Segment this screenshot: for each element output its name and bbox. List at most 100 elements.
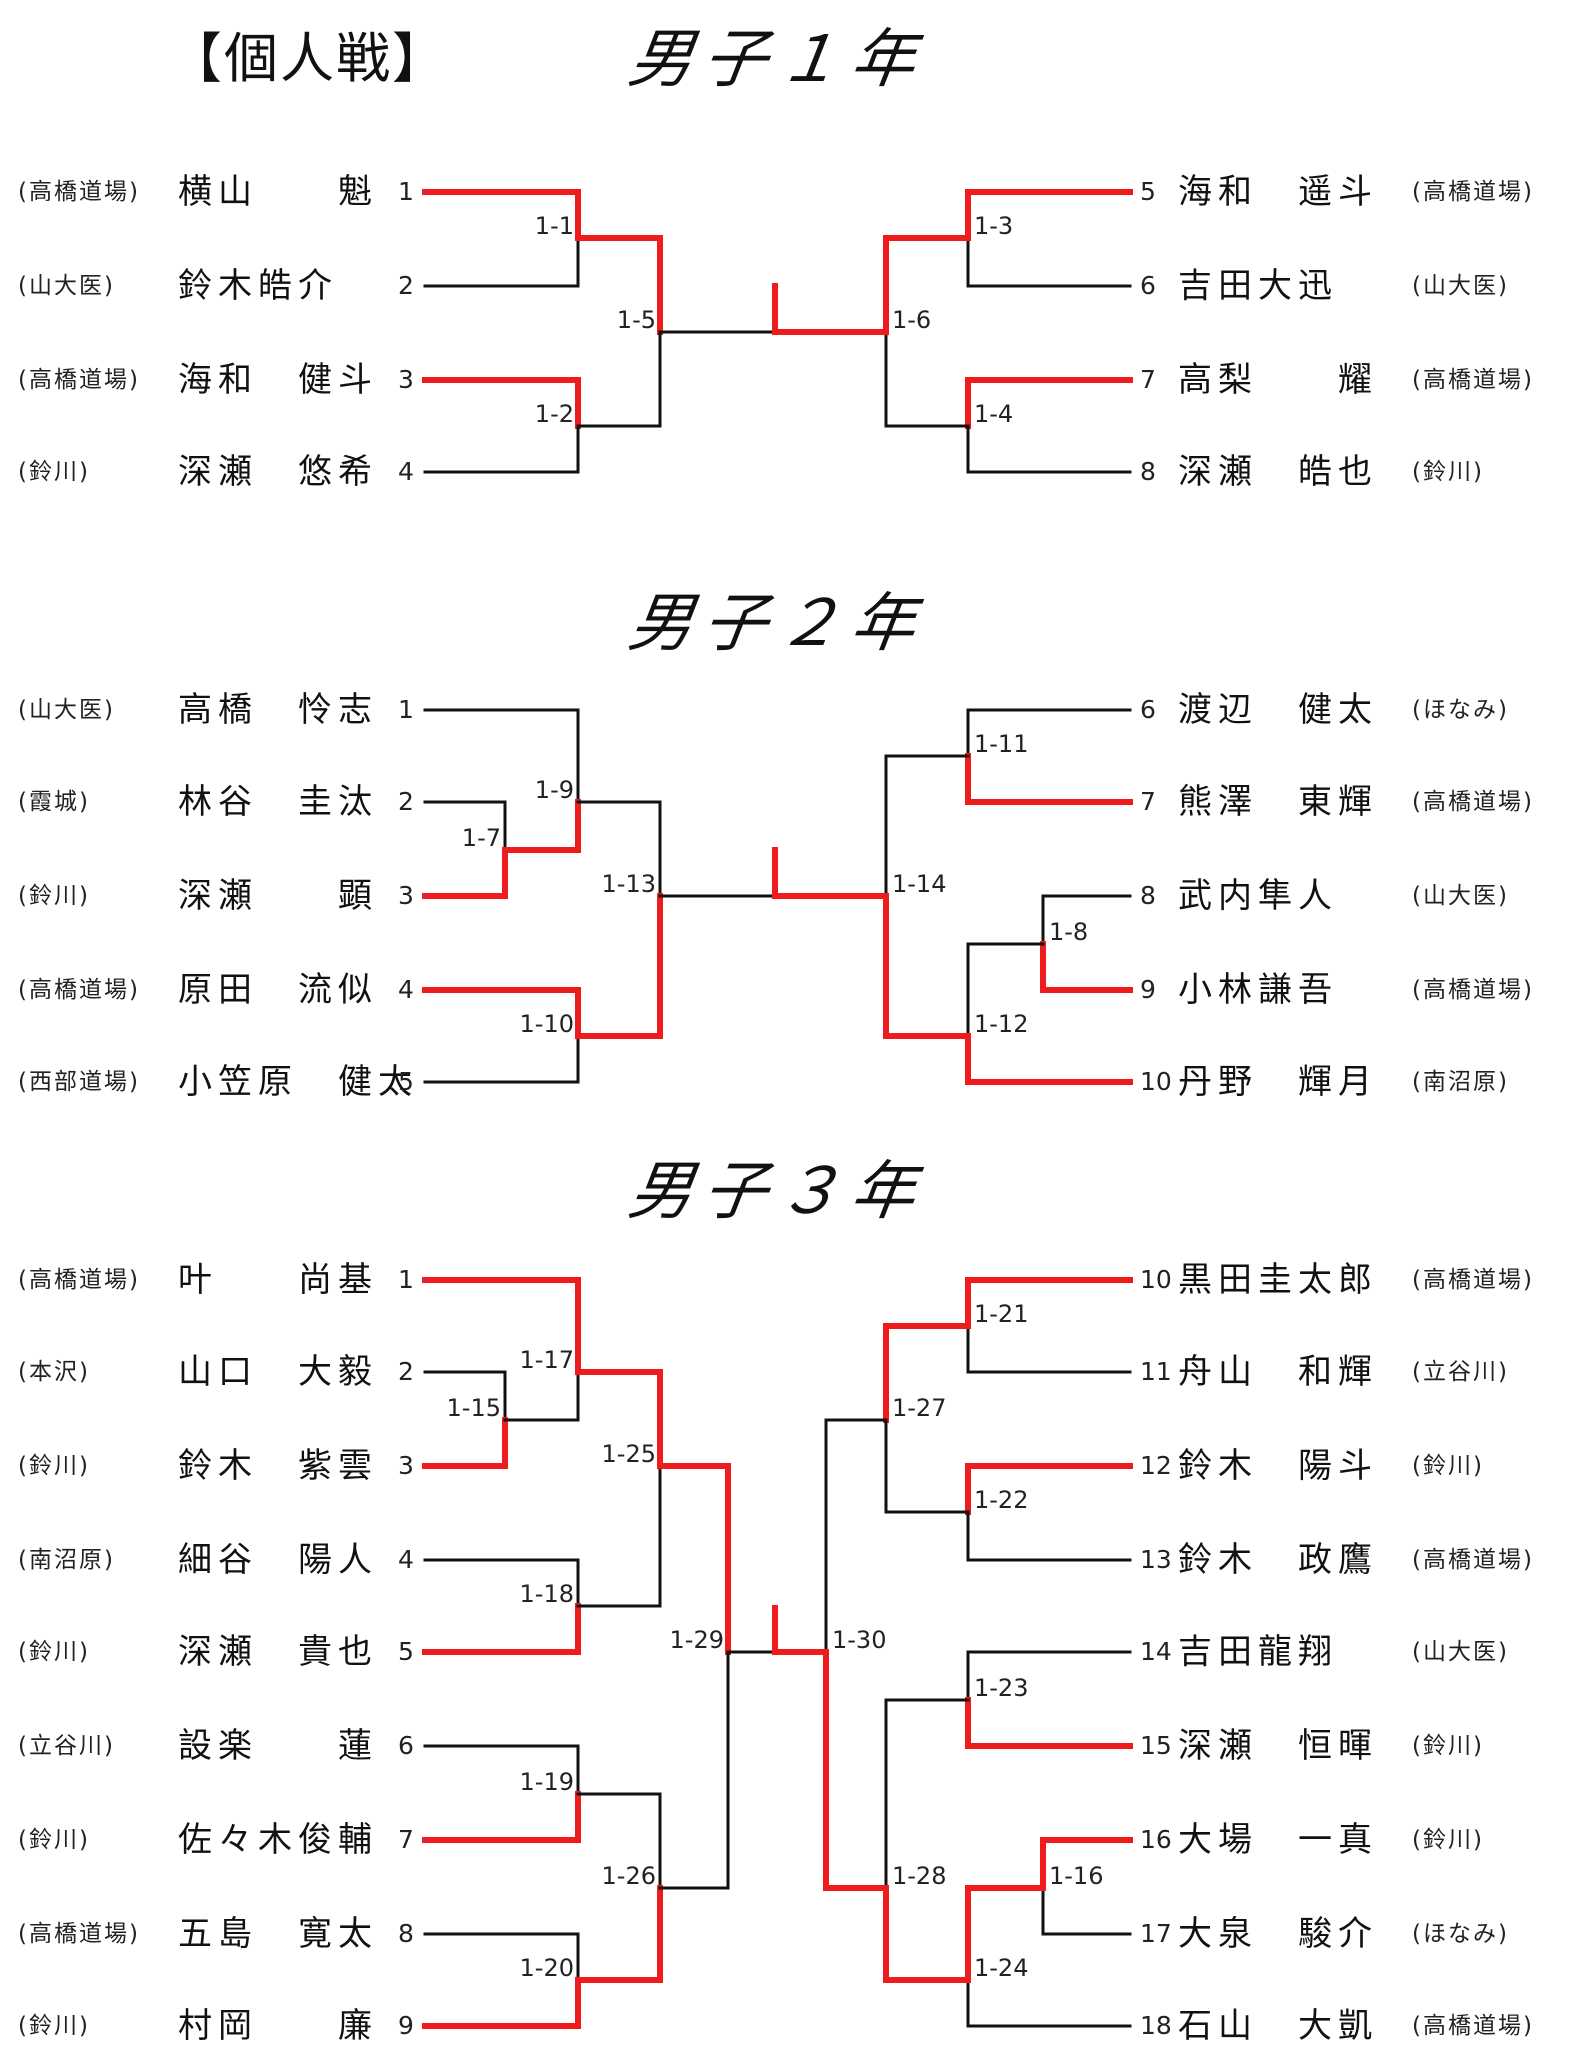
match-number: 1-2	[535, 400, 574, 428]
player-number: 6	[1140, 695, 1156, 724]
player-number: 2	[398, 1357, 414, 1386]
match-number: 1-14	[892, 870, 946, 898]
player-name: 五島 寛太	[178, 1914, 378, 1954]
player-name: 渡辺 健太	[1178, 690, 1378, 730]
page-heading: 【個人戦】	[168, 27, 448, 90]
player-number: 1	[398, 177, 414, 206]
player-number: 2	[398, 787, 414, 816]
player-club: (鈴川)	[18, 1639, 90, 1665]
match-number: 1-3	[974, 212, 1013, 240]
player-club: (鈴川)	[1412, 1827, 1484, 1853]
player-name: 深瀬 貴也	[178, 1632, 378, 1672]
player-number: 9	[1140, 975, 1156, 1004]
player-club: (ほなみ)	[1412, 697, 1509, 723]
player-name: 佐々木俊輔	[178, 1820, 378, 1860]
match-number: 1-29	[670, 1626, 724, 1654]
player-club: (山大医)	[1412, 1639, 1509, 1665]
player-number: 10	[1140, 1067, 1172, 1096]
player-club: (立谷川)	[18, 1733, 115, 1759]
match-number: 1-12	[974, 1010, 1028, 1038]
player-name: 原田 流似	[178, 970, 378, 1010]
player-club: (高橋道場)	[1412, 367, 1534, 393]
match-number: 1-1	[535, 212, 574, 240]
match-number: 1-4	[974, 400, 1013, 428]
match-number: 1-9	[535, 776, 574, 804]
player-club: (高橋道場)	[18, 179, 140, 205]
player-number: 2	[398, 271, 414, 300]
player-club: (本沢)	[18, 1359, 90, 1385]
player-club: (鈴川)	[18, 1453, 90, 1479]
player-name: 鈴木 紫雲	[178, 1446, 378, 1486]
player-club: (鈴川)	[1412, 1733, 1484, 1759]
player-club: (山大医)	[18, 697, 115, 723]
match-number: 1-8	[1049, 918, 1088, 946]
match-number: 1-21	[974, 1300, 1028, 1328]
player-name: 鈴木 陽斗	[1178, 1446, 1378, 1486]
player-number: 7	[1140, 365, 1156, 394]
player-number: 9	[398, 2011, 414, 2040]
match-number: 1-5	[617, 306, 656, 334]
match-number: 1-10	[520, 1010, 574, 1038]
player-number: 6	[1140, 271, 1156, 300]
player-name: 鈴木 政鷹	[1178, 1540, 1378, 1580]
player-club: (高橋道場)	[1412, 2013, 1534, 2039]
player-number: 4	[398, 975, 414, 1004]
match-number: 1-27	[892, 1394, 946, 1422]
player-number: 12	[1140, 1451, 1172, 1480]
player-number: 13	[1140, 1545, 1172, 1574]
match-number: 1-25	[602, 1440, 656, 1468]
player-number: 7	[398, 1825, 414, 1854]
player-club: (高橋道場)	[1412, 789, 1534, 815]
player-club: (鈴川)	[18, 459, 90, 485]
player-name: 山口 大毅	[178, 1352, 378, 1392]
player-number: 3	[398, 881, 414, 910]
player-name: 丹野 輝月	[1178, 1062, 1378, 1102]
player-name: 舟山 和輝	[1178, 1352, 1378, 1392]
player-club: (高橋道場)	[1412, 1547, 1534, 1573]
match-number: 1-7	[462, 824, 501, 852]
player-club: (高橋道場)	[18, 1267, 140, 1293]
player-name: 石山 大凱	[1178, 2006, 1378, 2046]
player-name: 海和 健斗	[178, 360, 378, 400]
match-number: 1-6	[892, 306, 931, 334]
player-name: 小笠原 健太	[178, 1062, 418, 1102]
player-name: 吉田大迅	[1178, 266, 1338, 306]
player-name: 黒田圭太郎	[1178, 1260, 1378, 1300]
player-number: 4	[398, 457, 414, 486]
match-number: 1-13	[602, 870, 656, 898]
player-club: (高橋道場)	[18, 1921, 140, 1947]
player-number: 6	[398, 1731, 414, 1760]
player-number: 11	[1140, 1357, 1172, 1386]
player-name: 高梨 耀	[1178, 360, 1378, 400]
match-number: 1-22	[974, 1486, 1028, 1514]
match-number: 1-19	[520, 1768, 574, 1796]
player-name: 吉田龍翔	[1178, 1632, 1338, 1672]
player-number: 14	[1140, 1637, 1172, 1666]
match-number: 1-20	[520, 1954, 574, 1982]
player-name: 横山 魁	[178, 172, 378, 212]
match-number: 1-17	[520, 1346, 574, 1374]
player-number: 8	[1140, 457, 1156, 486]
player-name: 深瀬 皓也	[1178, 452, 1378, 492]
player-club: (高橋道場)	[1412, 977, 1534, 1003]
player-club: (ほなみ)	[1412, 1921, 1509, 1947]
player-club: (鈴川)	[18, 883, 90, 909]
player-name: 大泉 駿介	[1178, 1914, 1378, 1954]
player-number: 4	[398, 1545, 414, 1574]
player-name: 細谷 陽人	[178, 1540, 378, 1580]
player-name: 叶 尚基	[178, 1260, 378, 1300]
player-number: 3	[398, 365, 414, 394]
player-number: 18	[1140, 2011, 1172, 2040]
player-name: 鈴木皓介	[178, 266, 338, 306]
player-name: 村岡 廉	[178, 2006, 378, 2046]
player-name: 設楽 蓮	[178, 1726, 378, 1766]
player-club: (山大医)	[18, 273, 115, 299]
player-number: 8	[1140, 881, 1156, 910]
player-club: (鈴川)	[1412, 459, 1484, 485]
match-number: 1-24	[974, 1954, 1028, 1982]
player-club: (立谷川)	[1412, 1359, 1509, 1385]
player-club: (高橋道場)	[1412, 179, 1534, 205]
player-club: (鈴川)	[18, 1827, 90, 1853]
